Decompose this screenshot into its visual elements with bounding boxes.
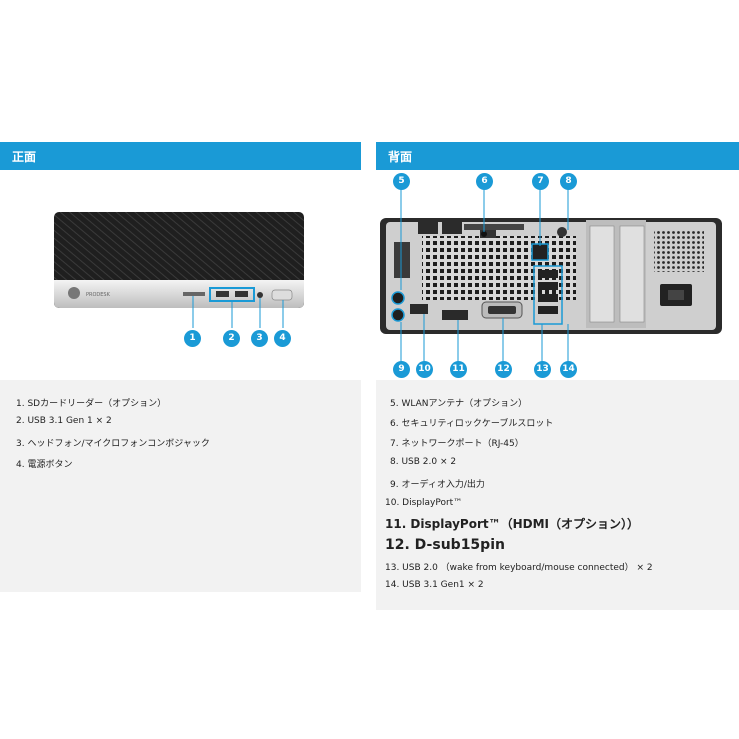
front-item-combo-jack: 3. ヘッドフォン/マイクロフォンコンボジャック bbox=[16, 439, 210, 449]
front-callout-badge: 1 bbox=[184, 330, 201, 347]
front-section-header: 正面 bbox=[0, 142, 361, 170]
back-callout-badge: 9 bbox=[393, 361, 410, 378]
back-callout-badge: 13 bbox=[534, 361, 551, 378]
back-callout-badge: 14 bbox=[560, 361, 577, 378]
front-item-power-button: 4. 電源ボタン bbox=[16, 460, 73, 470]
back-item-security-lock: 6. セキュリティロックケーブルスロット bbox=[390, 419, 554, 429]
back-callout-badge: 11 bbox=[450, 361, 467, 378]
back-item-usb31-gen1: 14. USB 3.1 Gen1 × 2 bbox=[385, 580, 484, 590]
front-brand: PRODESK bbox=[86, 292, 111, 298]
back-item-network-port: 7. ネットワークポート（RJ-45） bbox=[390, 439, 524, 449]
back-callout-badge: 5 bbox=[393, 173, 410, 190]
front-callout-badge: 3 bbox=[251, 330, 268, 347]
back-item-hdmi: 11. DisplayPort™（HDMI（オプション）） bbox=[385, 517, 640, 531]
back-callout-badge: 12 bbox=[495, 361, 512, 378]
front-section-title: 正面 bbox=[12, 150, 37, 164]
back-item-wlan-antenna: 5. WLANアンテナ（オプション） bbox=[390, 399, 528, 409]
back-description-panel bbox=[376, 380, 739, 610]
front-item-usb31: 2. USB 3.1 Gen 1 × 2 bbox=[16, 416, 112, 426]
back-item-dsub: 12. D-sub15pin bbox=[385, 537, 505, 553]
front-callout-badge: 2 bbox=[223, 330, 240, 347]
back-callout-badge: 6 bbox=[476, 173, 493, 190]
back-callout-badge: 10 bbox=[416, 361, 433, 378]
back-item-audio: 9. オーディオ入力/出力 bbox=[390, 480, 485, 490]
back-item-usb20-wake: 13. USB 2.0 （wake from keyboard/mouse co… bbox=[385, 563, 653, 573]
back-callout-badge: 7 bbox=[532, 173, 549, 190]
back-section-title: 背面 bbox=[388, 150, 413, 164]
front-pc-illustration: PRODESK bbox=[54, 212, 304, 328]
back-section-header: 背面 bbox=[376, 142, 739, 170]
back-item-usb20: 8. USB 2.0 × 2 bbox=[390, 457, 457, 467]
front-item-sd-card-reader: 1. SDカードリーダー（オプション） bbox=[16, 399, 167, 409]
back-item-displayport: 10. DisplayPort™ bbox=[385, 498, 463, 508]
front-description-panel bbox=[0, 380, 361, 592]
back-pc-illustration bbox=[380, 188, 722, 362]
back-callout-badge: 8 bbox=[560, 173, 577, 190]
front-callout-badge: 4 bbox=[274, 330, 291, 347]
